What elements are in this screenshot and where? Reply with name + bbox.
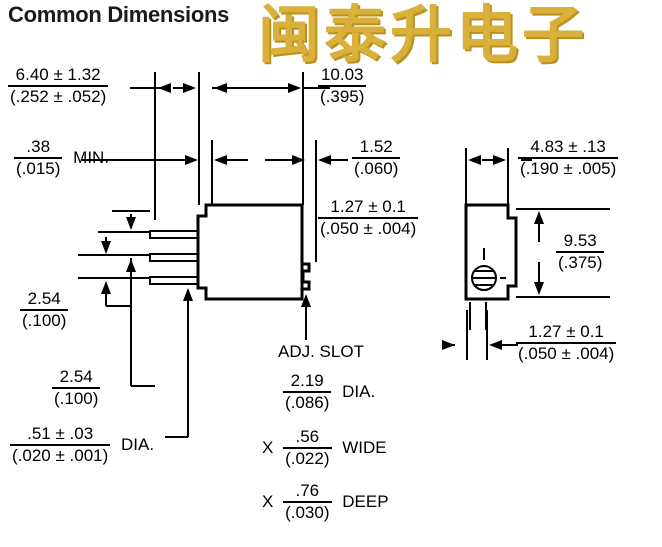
adj-slot-diameter-imperial: (.086) (285, 392, 330, 412)
dim-side-width: 4.83 ± .13 (.190 ± .005) (518, 138, 619, 178)
front-view-leads (149, 230, 199, 285)
adj-slot-width: X .56 (.022) WIDE (262, 428, 387, 468)
dim-pin-pitch-upper-imperial: (.100) (22, 310, 67, 330)
dim-overall-length-metric: 10.03 (318, 66, 367, 87)
side-view-adjust-screw (471, 248, 506, 291)
adj-slot-label: ADJ. SLOT (278, 342, 364, 361)
dim-side-lead-thickness-metric: 1.27 ± 0.1 (516, 323, 617, 344)
dim-lead-length-min-metric: .38 (14, 138, 63, 159)
dim-pin-pitch-upper: 2.54 (.100) (20, 290, 69, 330)
adj-slot-diameter-metric: 2.19 (283, 372, 332, 393)
dimension-lines-horizontal (82, 87, 348, 161)
pin-pitch-witness-lines (78, 210, 150, 279)
dim-lead-diameter-imperial: (.020 ± .001) (12, 445, 109, 465)
dim-pin-pitch-upper-metric: 2.54 (20, 290, 69, 311)
dim-pin-pitch-lower-imperial: (.100) (54, 388, 99, 408)
dim-lead-thickness-front: 1.27 ± 0.1 (.050 ± .004) (318, 198, 419, 238)
side-view-body (464, 203, 518, 301)
page-title: Common Dimensions (8, 2, 230, 27)
dim-side-lead-thickness-imperial: (.050 ± .004) (518, 343, 615, 363)
dim-side-width-metric: 4.83 ± .13 (518, 138, 619, 159)
pin-pitch-dimension-lines (105, 214, 155, 387)
dim-lead-length-min-imperial: (.015) (16, 158, 61, 178)
lead-diameter-leader (165, 290, 189, 438)
dim-body-offset-metric: 1.52 (352, 138, 401, 159)
dim-pin-pitch-lower-metric: 2.54 (52, 368, 101, 389)
dim-side-height-imperial: (.375) (558, 252, 603, 272)
watermark-text: 闽泰升电子 (258, 0, 589, 71)
arrowheads (101, 83, 544, 350)
adj-slot-depth-note: DEEP (342, 491, 389, 511)
dim-lead-thickness-front-metric: 1.27 ± 0.1 (318, 198, 419, 219)
dim-lead-diameter-metric: .51 ± .03 (10, 425, 111, 446)
dim-lead-thickness-front-imperial: (.050 ± .004) (320, 218, 417, 238)
adj-slot-width-imperial: (.022) (285, 448, 330, 468)
dim-lead-diameter-note: DIA. (121, 434, 155, 454)
extension-lines (154, 72, 509, 360)
side-view-leads (469, 302, 487, 330)
dim-body-offset: 1.52 (.060) (352, 138, 401, 178)
dim-lead-diameter: .51 ± .03 (.020 ± .001) DIA. (10, 425, 154, 465)
dim-side-lead-thickness: 1.27 ± 0.1 (.050 ± .004) (516, 323, 617, 363)
adj-slot-depth: X .76 (.030) DEEP (262, 482, 389, 522)
adj-slot-width-note: WIDE (342, 437, 387, 457)
adj-slot-width-metric: .56 (283, 428, 332, 449)
dim-lead-length-min: .38 (.015) MIN. (14, 138, 109, 178)
adj-slot-depth-imperial: (.030) (285, 502, 330, 522)
dim-overall-length-imperial: (.395) (320, 86, 365, 106)
dim-side-height: 9.53 (.375) (556, 232, 605, 272)
dim-overall-width-imperial: (.252 ± .052) (10, 86, 107, 106)
dim-pin-pitch-lower: 2.54 (.100) (52, 368, 101, 408)
adj-slot-depth-prefix: X (262, 491, 274, 511)
dim-overall-width-metric: 6.40 ± 1.32 (8, 66, 109, 87)
adj-slot-diameter-note: DIA. (342, 381, 376, 401)
adj-slot-width-prefix: X (262, 437, 274, 457)
side-view-dimension-lines (442, 159, 610, 346)
adj-slot-diameter: 2.19 (.086) DIA. (283, 372, 375, 412)
dim-overall-width: 6.40 ± 1.32 (.252 ± .052) (8, 66, 109, 106)
front-view-adj-nub (301, 262, 311, 291)
dim-lead-length-min-note: MIN. (73, 147, 110, 167)
dim-side-width-imperial: (.190 ± .005) (520, 158, 617, 178)
dim-body-offset-imperial: (.060) (354, 158, 399, 178)
adj-slot-depth-metric: .76 (283, 482, 332, 503)
dim-overall-length: 10.03 (.395) (318, 66, 367, 106)
front-view-body (196, 203, 304, 301)
dim-side-height-metric: 9.53 (556, 232, 605, 253)
